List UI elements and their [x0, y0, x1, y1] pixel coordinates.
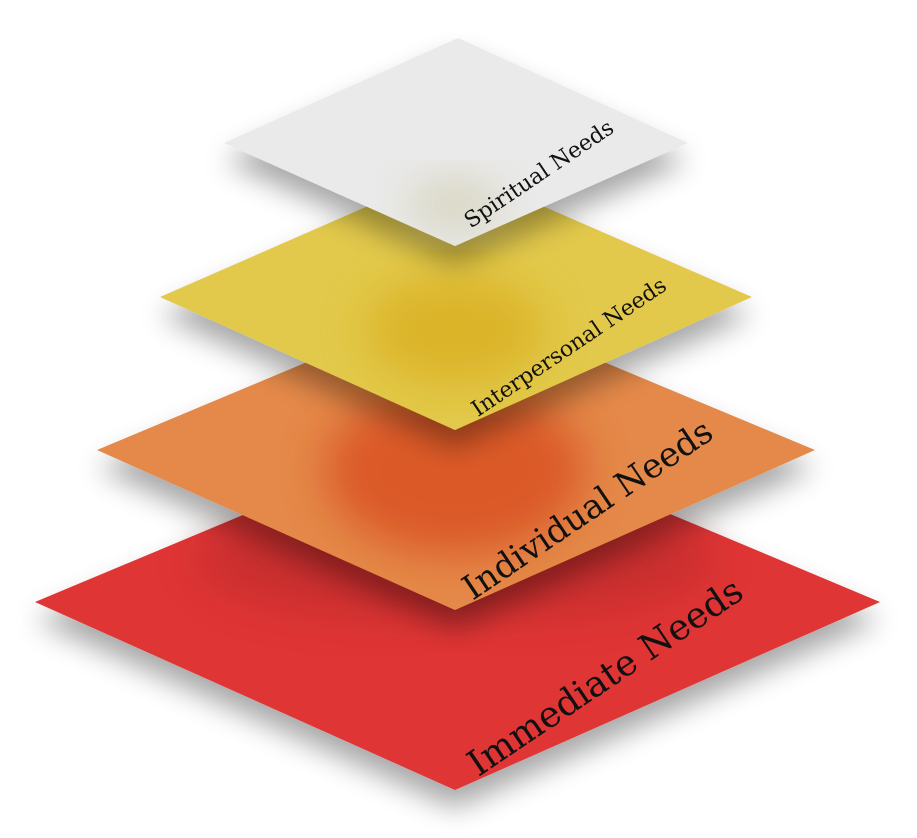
layer-interpersonal-shade	[365, 275, 545, 385]
layer-spiritual-shade	[405, 177, 505, 233]
layer-spiritual-plane	[224, 38, 688, 246]
layer-individual-shade	[325, 385, 585, 555]
layer-spiritual: Spiritual Needs	[224, 38, 688, 246]
layer-interpersonal: Interpersonal Needs	[160, 168, 752, 430]
